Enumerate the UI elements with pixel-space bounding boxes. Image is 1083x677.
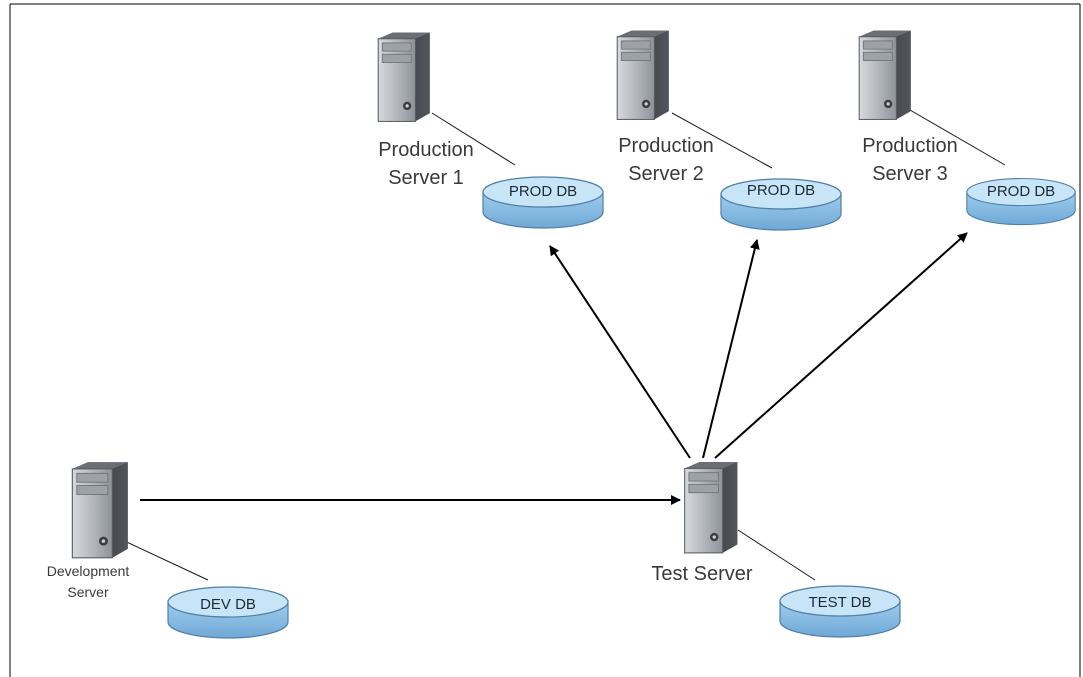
development-server[interactable]: Development Server (47, 461, 130, 600)
server-label-line2: Server 2 (628, 163, 704, 185)
server-db-connectors (117, 109, 1006, 581)
database-label: DEV DB (200, 596, 256, 613)
connector-prod1 (431, 112, 516, 166)
server-icon (684, 461, 739, 554)
dev-db[interactable]: DEV DB (167, 586, 289, 639)
deployment-arrows (140, 232, 968, 505)
production-server-1[interactable]: Production Server 1 (377, 32, 474, 189)
arrow-test-to-prod1 (549, 245, 691, 459)
server-label-line1: Production (618, 135, 714, 157)
database-label: PROD DB (509, 183, 577, 200)
server-icon (858, 30, 912, 120)
server-label-line2: Server 1 (388, 167, 464, 189)
server-label-line1: Production (378, 139, 474, 161)
test-db[interactable]: TEST DB (779, 585, 901, 638)
production-server-3[interactable]: Production Server 3 (858, 30, 958, 185)
prod-db-3[interactable]: PROD DB (966, 177, 1076, 226)
arrow-test-to-prod3 (714, 232, 968, 459)
production-server-2[interactable]: Production Server 2 (616, 30, 714, 185)
server-icon (377, 32, 431, 122)
prod-db-2[interactable]: PROD DB (720, 178, 842, 231)
connector-test (737, 529, 816, 581)
server-label-line1: Development (47, 563, 130, 579)
prod-db-1[interactable]: PROD DB (482, 176, 604, 229)
diagram-frame (9, 3, 1081, 677)
connector-prod2 (671, 112, 773, 169)
server-label-line2: Server (67, 584, 109, 600)
server-label-line2: Server 3 (872, 163, 948, 185)
server-icon (616, 30, 670, 120)
connector-prod3 (909, 109, 1006, 166)
server-icon (71, 461, 129, 559)
connector-dev (117, 537, 209, 581)
database-label: PROD DB (747, 182, 815, 199)
server-label-line1: Production (862, 135, 958, 157)
arrow-test-to-prod2 (702, 239, 760, 459)
database-label: PROD DB (987, 183, 1055, 200)
test-server[interactable]: Test Server (651, 461, 753, 585)
server-label-line1: Test Server (651, 563, 752, 585)
database-label: TEST DB (808, 594, 871, 611)
